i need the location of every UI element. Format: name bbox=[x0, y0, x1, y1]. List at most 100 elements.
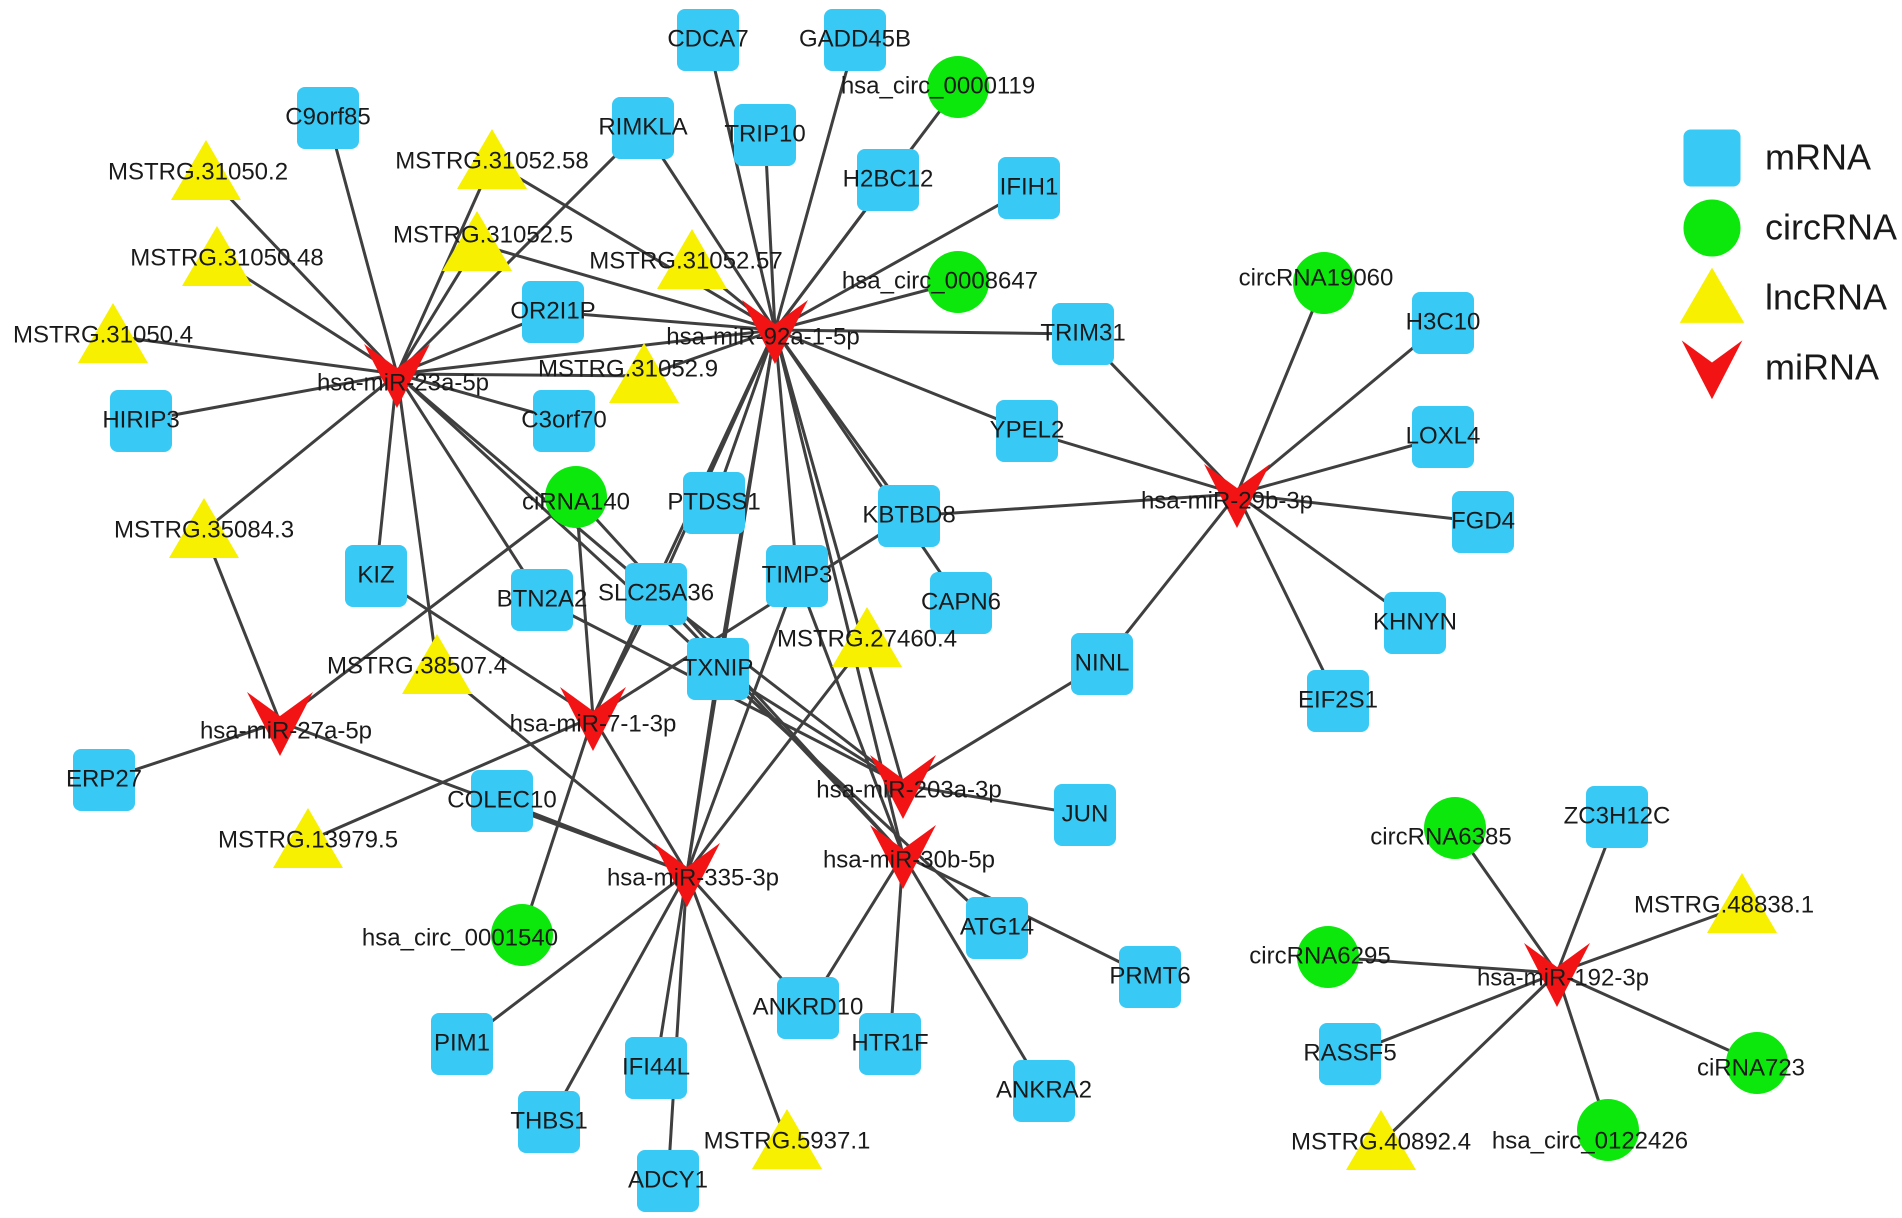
label-ifi44l: IFI44L bbox=[622, 1053, 690, 1080]
label-eif2s1: EIF2S1 bbox=[1298, 686, 1378, 713]
node-hsa-mir-335-3p bbox=[654, 843, 720, 907]
edge-hsa-mir-92a-1-5p-to-timp3 bbox=[773, 329, 799, 577]
mirna-chevron bbox=[1681, 340, 1743, 400]
mrna-square bbox=[431, 1013, 493, 1075]
node-zc3h12c bbox=[1586, 786, 1648, 848]
mrna-square bbox=[73, 749, 135, 811]
node-jun bbox=[1054, 784, 1116, 846]
edge-hsa-mir-203a-3p-to-ninl bbox=[902, 662, 1103, 787]
edge-hsa-mir-335-3p-to-mstrg-5937-1 bbox=[685, 872, 789, 1143]
mrna-square bbox=[777, 977, 839, 1039]
circrna-circle bbox=[1577, 1099, 1639, 1161]
label-hsa-mir-335-3p: hsa-miR-335-3p bbox=[607, 864, 779, 891]
label-or2i1p: OR2I1P bbox=[510, 297, 595, 324]
edge-hsa-mir-335-3p-to-txnip bbox=[685, 668, 720, 874]
label-c9orf85: C9orf85 bbox=[285, 103, 370, 130]
edge-hsa-mir-335-3p-to-adcy1 bbox=[666, 872, 689, 1182]
node-c9orf85 bbox=[297, 87, 359, 149]
mrna-square bbox=[766, 545, 828, 607]
node-hsa-circ-0122426 bbox=[1577, 1099, 1639, 1161]
lncrna-triangle bbox=[169, 498, 239, 558]
circrna-circle bbox=[1297, 926, 1359, 988]
node-mstrg-31050-2 bbox=[171, 140, 241, 200]
mrna-square bbox=[1119, 946, 1181, 1008]
node-hsa-circ-0000119 bbox=[927, 56, 989, 118]
node-cdca7 bbox=[677, 9, 739, 71]
label-rimkla: RIMKLA bbox=[598, 113, 687, 140]
lncrna-triangle bbox=[402, 634, 472, 694]
edge-hsa-mir-7-1-3p-to-hsa-circ-0001540 bbox=[520, 716, 595, 936]
node-kbtbd8 bbox=[878, 485, 940, 547]
node-timp3 bbox=[766, 545, 828, 607]
mrna-square bbox=[996, 400, 1058, 462]
circrna-circle bbox=[1424, 797, 1486, 859]
label-pim1: PIM1 bbox=[434, 1029, 490, 1056]
label-ninl: NINL bbox=[1075, 649, 1130, 676]
legend-item-lncrna: lncRNA bbox=[1679, 267, 1887, 323]
edge-hsa-mir-92a-1-5p-to-trim31 bbox=[774, 328, 1084, 336]
label-hsa-mir-27a-5p: hsa-miR-27a-5p bbox=[200, 717, 372, 744]
mrna-square bbox=[1013, 1060, 1075, 1122]
label-timp3: TIMP3 bbox=[762, 561, 833, 588]
mirna-chevron bbox=[247, 692, 313, 756]
edge-hsa-mir-92a-1-5p-to-gadd45b bbox=[773, 39, 857, 331]
mrna-square bbox=[1586, 786, 1648, 848]
label-btn2a2: BTN2A2 bbox=[497, 585, 588, 612]
edge-hsa-mir-23a-5p-to-c9orf85 bbox=[326, 117, 399, 375]
legend-item-mirna: miRNA bbox=[1681, 340, 1879, 400]
node-c3orf70 bbox=[533, 390, 595, 452]
mrna-square bbox=[110, 390, 172, 452]
mrna-square bbox=[625, 1037, 687, 1099]
edge-hsa-mir-92a-1-5p-to-ifih1 bbox=[774, 186, 1030, 332]
mrna-square bbox=[687, 638, 749, 700]
node-mstrg-5937-1 bbox=[752, 1109, 822, 1169]
label-mstrg-31050-4: MSTRG.31050.4 bbox=[13, 321, 193, 348]
mrna-square bbox=[677, 9, 739, 71]
edge-hsa-mir-92a-1-5p-to-hsa-mir-203a-3p bbox=[773, 329, 905, 786]
label-capn6: CAPN6 bbox=[921, 588, 1001, 615]
label-mstrg-31052-57: MSTRG.31052.57 bbox=[589, 247, 782, 274]
node-slc25a36 bbox=[625, 563, 687, 625]
label-hsa-mir-203a-3p: hsa-miR-203a-3p bbox=[816, 776, 1001, 803]
label-slc25a36: SLC25A36 bbox=[598, 579, 714, 606]
edge-hsa-mir-30b-5p-to-timp3 bbox=[795, 575, 905, 856]
label-hsa-mir-30b-5p: hsa-miR-30b-5p bbox=[823, 846, 995, 873]
node-hsa-mir-7-1-3p bbox=[560, 687, 626, 751]
node-eif2s1 bbox=[1307, 670, 1369, 732]
edge-hsa-mir-23a-5p-to-mstrg-31052-9 bbox=[396, 372, 645, 378]
node-mstrg-13979-5 bbox=[273, 808, 343, 868]
edge-hsa-mir-335-3p-to-mstrg-38507-4 bbox=[436, 665, 688, 875]
edge-hsa-mir-92a-1-5p-to-mstrg-31052-58 bbox=[491, 160, 776, 332]
node-hsa-mir-203a-3p bbox=[870, 755, 936, 819]
lncrna-triangle bbox=[609, 343, 679, 403]
node-trim31 bbox=[1052, 303, 1114, 365]
node-khnyn bbox=[1384, 592, 1446, 654]
node-circrna6295 bbox=[1297, 926, 1359, 988]
circrna-circle bbox=[491, 904, 553, 966]
edge-hsa-mir-23a-5p-to-rimkla bbox=[395, 126, 645, 376]
lncrna-triangle bbox=[182, 226, 252, 286]
label-rassf5: RASSF5 bbox=[1303, 1039, 1396, 1066]
label-mstrg-38507-4: MSTRG.38507.4 bbox=[327, 652, 507, 679]
node-erp27 bbox=[73, 749, 135, 811]
mirna-chevron bbox=[870, 755, 936, 819]
edge-atg14-to-txnip bbox=[716, 667, 999, 930]
edge-hsa-mir-92a-1-5p-to-cdca7 bbox=[706, 39, 777, 331]
node-hsa-mir-30b-5p bbox=[870, 825, 936, 889]
node-shapes bbox=[73, 9, 1788, 1212]
mrna-square bbox=[612, 97, 674, 159]
edge-hsa-mir-29b-3p-to-ypel2 bbox=[1026, 429, 1238, 496]
lncrna-triangle bbox=[442, 211, 512, 271]
label-adcy1: ADCY1 bbox=[628, 1166, 708, 1193]
label-gadd45b: GADD45B bbox=[799, 25, 911, 52]
mrna-square bbox=[1452, 491, 1514, 553]
mirna-chevron bbox=[742, 300, 808, 364]
mrna-square bbox=[1307, 670, 1369, 732]
label-ankra2: ANKRA2 bbox=[996, 1076, 1092, 1103]
node-txnip bbox=[687, 638, 749, 700]
node-trip10 bbox=[734, 104, 796, 166]
node-fgd4 bbox=[1452, 491, 1514, 553]
legend-label: mRNA bbox=[1765, 137, 1871, 178]
node-hsa-mir-192-3p bbox=[1524, 943, 1590, 1007]
label-circrna19060: circRNA19060 bbox=[1239, 264, 1394, 291]
